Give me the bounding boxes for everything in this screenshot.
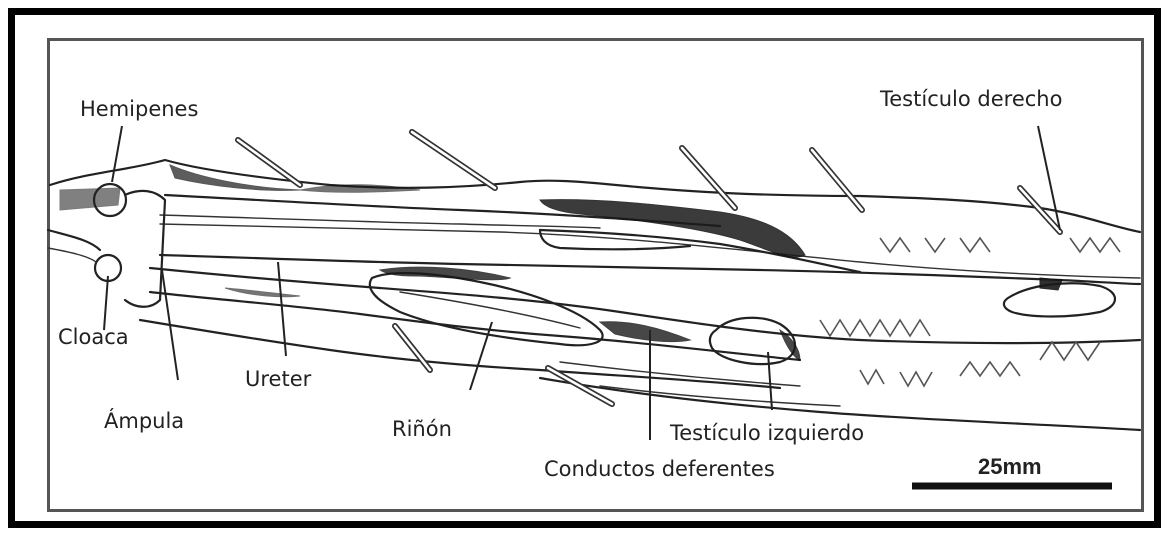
label-conductos-deferentes: Conductos deferentes: [544, 457, 775, 481]
label-rinon: Riñón: [392, 417, 452, 441]
right-testis-shape: [1004, 283, 1115, 316]
label-testiculo-izquierdo: Testículo izquierdo: [669, 421, 864, 445]
label-ureter: Ureter: [245, 367, 312, 391]
hatch-marks: [820, 238, 1120, 386]
label-hemipenes: Hemipenes: [80, 97, 198, 121]
label-ampula: Ámpula: [104, 408, 184, 433]
leader-lines: [104, 126, 1060, 440]
label-testiculo-derecho: Testículo derecho: [879, 87, 1062, 111]
label-scale: 25mm: [978, 454, 1042, 479]
label-cloaca: Cloaca: [58, 325, 129, 349]
lower-tract-outline: [140, 268, 1140, 430]
